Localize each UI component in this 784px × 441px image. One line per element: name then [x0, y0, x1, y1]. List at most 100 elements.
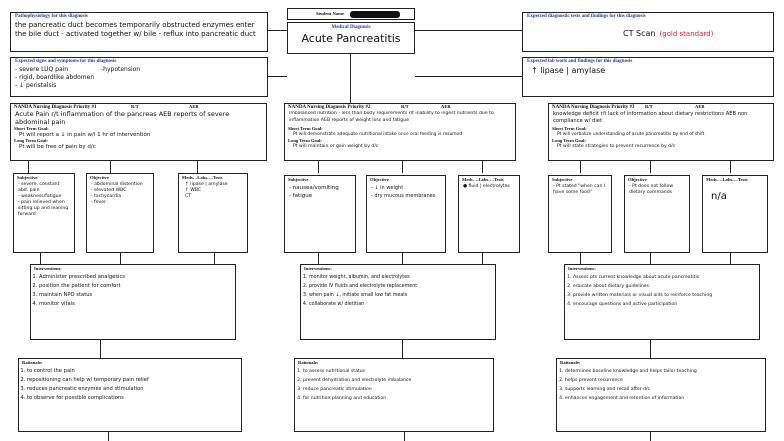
nanda-text: Imbalanced nutrition - less than body re…	[289, 111, 494, 123]
lab-work-box: Expected lab work and findings for this …	[522, 57, 774, 97]
meds-labs-tests-label: Meds….Labs….Tests	[462, 177, 504, 182]
objective-item: - abdominal distention	[91, 182, 143, 187]
meds-labs-tests-label: Meds…Labs….Tests	[182, 175, 223, 180]
intervention-item: provide IV fluids and electrolyte replac…	[309, 282, 495, 291]
nanda-box: NANDA Nursing Diagnosis Priority #3 R/T …	[548, 103, 774, 161]
subjective-label: Subjective	[17, 175, 38, 180]
medical-diagnosis-value: Acute Pancreatitis	[301, 32, 401, 45]
rationale-label: Rationale:	[560, 360, 581, 365]
student-name-box: Student Name	[287, 8, 415, 20]
long-term-goal-label: Long Term Goal:	[288, 138, 322, 143]
short-term-goal-label: Short Term Goal:	[552, 126, 587, 131]
interventions-label: Interventions:	[304, 266, 332, 271]
subjective-item: - nausea/vomiting	[289, 185, 339, 191]
signs-symptoms-label: Expected signs and symptoms for this dia…	[15, 59, 117, 64]
subjective-item: - fatigue	[289, 193, 313, 199]
rationale-item: reduces pancreatic enzymes and stimulati…	[27, 385, 241, 394]
interventions-label: Interventions:	[568, 266, 596, 271]
intervention-item: Assess pts current knowledge about acute…	[573, 273, 759, 282]
sign-item: - severe LUQ pain	[15, 66, 69, 73]
diagnostic-tests-label: Expected diagnostic tests and findings f…	[527, 14, 646, 19]
sign-item: - ↓ peristalsis	[15, 82, 57, 89]
subjective-box: Subjective - Pt stated "when can I have …	[548, 175, 612, 253]
rationale-item: to observe for possible complications	[27, 394, 241, 403]
pathophysiology-text: the pancreatic duct becomes temporarily …	[15, 21, 256, 38]
rationale-item: to assess nutritional status	[303, 367, 493, 376]
short-term-goal-text: Pt will verbalize understanding of acute…	[557, 132, 705, 137]
meds-item: n/a	[711, 191, 727, 202]
long-term-goal-text: Pt will be free of pain by d/c	[19, 144, 96, 150]
meds-item: ↑ WBC	[185, 188, 202, 193]
objective-label: Objective	[628, 177, 647, 182]
subjective-box: Subjective - nausea/vomiting - fatigue	[284, 175, 356, 253]
aeb-label: AEB	[189, 104, 199, 109]
rationale-list: to assess nutritional status prevent deh…	[295, 367, 493, 403]
diagnostic-test-value: CT Scan	[623, 29, 656, 38]
long-term-goal-text: Pt will maintain or gain weight by d/c	[293, 144, 379, 149]
objective-box: Objective - ↓ in weight - dry mucous mem…	[366, 175, 446, 253]
intervention-item: provide written materials or visual aids…	[573, 291, 759, 300]
sign-item: - rigid, boardlike abdomen	[15, 74, 95, 81]
meds-labs-tests-box: Meds…Labs….Tests ↑ lipase | amylase ↑ WB…	[178, 173, 248, 253]
pathophysiology-box: Pathophysiology for this diagnosis the p…	[10, 12, 268, 52]
nanda-label: NANDA Nursing Diagnosis Priority #1	[14, 105, 97, 110]
intervention-item: monitor vitals	[39, 300, 235, 309]
pathophysiology-label: Pathophysiology for this diagnosis	[15, 14, 88, 19]
nanda-text: knowledge deficit r/t lack of informatio…	[553, 111, 748, 124]
redacted-name	[350, 11, 400, 18]
nanda-label: NANDA Nursing Diagnosis Priority #2	[288, 105, 371, 110]
nanda-box: NANDA Nursing Diagnosis Priority #1 R/T …	[10, 103, 267, 161]
rationale-box: Rationale: determines baseline knowledge…	[556, 358, 766, 432]
objective-item: - elevated WBC	[91, 188, 127, 193]
rt-label: R/T	[645, 104, 653, 109]
objective-item: - dry mucous membranes	[371, 193, 436, 199]
rationale-item: helps prevent recurrence	[565, 376, 765, 385]
interventions-list: monitor weight, albumin, and electrolyte…	[301, 273, 495, 309]
rationale-item: for nutrition planning and education	[303, 394, 493, 403]
aeb-label: AEB	[695, 104, 705, 109]
interventions-label: Interventions:	[34, 266, 62, 271]
subjective-item: - severe, constant abd. pain	[18, 182, 60, 193]
subjective-item: - pain relieved when sitting up and lean…	[18, 200, 69, 217]
nanda-text: Acute Pain r/t inflammation of the pancr…	[15, 111, 230, 126]
intervention-item: monitor weight, albumin, and electrolyte…	[309, 273, 495, 282]
rationale-label: Rationale:	[22, 360, 43, 365]
subjective-item: - weakness/fatigue	[18, 194, 62, 199]
rationale-item: determines baseline knowledge and helps …	[565, 367, 765, 376]
objective-item: - fever	[91, 200, 106, 205]
meds-labs-tests-box: Meds….Labs….Tests n/a	[702, 175, 768, 253]
long-term-goal-label: Long Term Goal:	[552, 138, 586, 143]
diagnostic-test-note: (gold standard)	[659, 30, 714, 38]
intervention-item: when pain ↓, initiate small low fat meal…	[309, 291, 495, 300]
short-term-goal-text: Pt will report a ↓ in pain w/i 1 hr of i…	[19, 132, 151, 138]
nanda-label: NANDA Nursing Diagnosis Priority #3	[552, 105, 635, 110]
rationale-label: Rationale:	[298, 360, 319, 365]
signs-list: - severe LUQ pain - rigid, boardlike abd…	[11, 66, 267, 90]
rationale-item: supports learning and recall after d/c	[565, 385, 765, 394]
rationale-list: determines baseline knowledge and helps …	[557, 367, 765, 403]
rationale-box: Rationale: to assess nutritional status …	[294, 358, 494, 432]
objective-item: - Pt does not follow dietary commands	[629, 184, 674, 195]
rt-label: R/T	[401, 104, 409, 109]
objective-box: Objective - Pt does not follow dietary c…	[624, 175, 690, 253]
subjective-label: Subjective	[552, 177, 573, 182]
objective-item: - tachycardia	[91, 194, 122, 199]
long-term-goal-label: Long Term Goal:	[14, 138, 48, 143]
rationale-item: reduce pancreatic stimulation	[303, 385, 493, 394]
long-term-goal-text: Pt will state strategies to prevent recu…	[557, 144, 676, 149]
rationale-list: to control the pain repositioning can he…	[19, 367, 241, 403]
short-term-goal-label: Short Term Goal:	[14, 126, 49, 131]
meds-labs-tests-label: Meds….Labs….Tests	[706, 177, 748, 182]
intervention-item: collaborate w/ dietitian	[309, 300, 495, 309]
meds-item: ● fluid | electrolytes	[463, 184, 510, 189]
intervention-item: position the patient for comfort	[39, 282, 235, 291]
meds-item: ↑ lipase | amylase	[185, 182, 228, 187]
short-term-goal-label: Short Term Goal:	[288, 126, 323, 131]
medical-diagnosis-label: Medical Diagnosis	[331, 25, 371, 30]
rationale-item: prevent dehydration and electrolyte imba…	[303, 376, 493, 385]
aeb-label: AEB	[441, 104, 451, 109]
objective-label: Objective	[90, 175, 109, 180]
student-name-label: Student Name	[316, 11, 344, 16]
rationale-box: Rationale: to control the pain repositio…	[18, 358, 242, 432]
objective-label: Objective	[370, 177, 389, 182]
